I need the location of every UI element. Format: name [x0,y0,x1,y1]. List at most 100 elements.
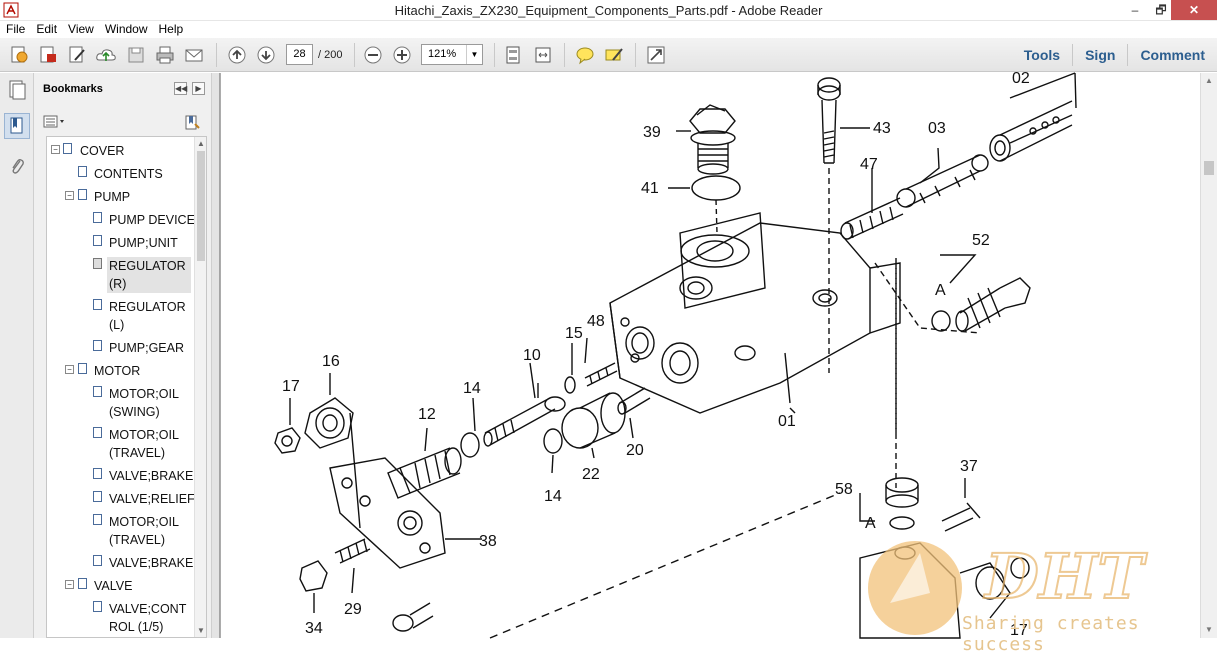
minimize-button[interactable]: – [1131,3,1139,17]
label-41: 41 [641,180,659,197]
document-scrollbar[interactable]: ▲ ▼ [1200,73,1217,638]
close-button[interactable]: ✕ [1171,0,1217,20]
scroll-down-icon[interactable]: ▼ [1205,625,1213,634]
watermark-logo-text: DHT [983,540,1147,613]
edit-pdf-icon[interactable] [66,44,88,66]
bookmark-icon [93,468,102,479]
menu-window[interactable]: Window [104,22,148,36]
bookmark-icon [93,427,102,438]
create-pdf-red-icon[interactable] [37,44,59,66]
part-02 [989,72,1077,162]
bookmarks-title: Bookmarks [43,83,103,95]
bookmark-regulator-r[interactable]: REGULATOR(R) [107,257,191,293]
expand-icon[interactable] [645,44,667,66]
restore-button[interactable]: 🗗 [1155,3,1167,17]
attachments-icon[interactable] [4,153,30,179]
collapse-toggle-icon[interactable]: − [65,580,74,589]
label-22: 22 [582,466,600,483]
next-page-icon[interactable] [255,44,277,66]
bookmark-pump-gear[interactable]: PUMP;GEAR [109,341,185,355]
collapse-toggle-icon[interactable]: − [65,365,74,374]
part-38 [329,457,482,569]
menu-help[interactable]: Help [158,22,184,36]
bookmarks-scrollbar[interactable]: ▲ ▼ [194,137,206,637]
page-number-input[interactable]: 28 [286,44,313,65]
upload-cloud-icon[interactable] [95,44,117,66]
bookmark-icon [93,386,102,397]
bookmark-pump-device[interactable]: PUMP DEVICE [109,213,195,227]
scroll-up-icon[interactable]: ▲ [1205,76,1213,85]
bookmark-icon [78,363,87,374]
label-03: 03 [928,120,946,137]
panel-arrow-icon[interactable]: ▶ [192,82,205,95]
chevron-down-icon[interactable]: ▼ [466,45,482,64]
email-icon[interactable] [183,44,205,66]
scroll-up-icon[interactable]: ▲ [197,139,205,148]
zoom-select[interactable]: 121% ▼ [421,44,483,65]
menu-edit[interactable]: Edit [36,22,58,36]
label-20: 20 [626,442,644,459]
create-pdf-icon[interactable] [8,44,30,66]
menu-file[interactable]: File [6,22,26,36]
bookmark-valve-relief[interactable]: VALVE;RELIEF [109,492,195,506]
menu-view[interactable]: View [68,22,94,36]
bookmark-icon [93,299,102,310]
bookmark-icon [93,601,102,612]
comment-bubble-icon[interactable] [574,44,596,66]
bookmark-motor[interactable]: MOTOR [94,364,141,378]
print-icon[interactable] [154,44,176,66]
part-48 [584,362,618,387]
part-10 [483,383,566,447]
sign-link[interactable]: Sign [1085,47,1116,63]
part-41 [691,175,741,201]
bookmark-motor-oil-travel[interactable]: MOTOR;OIL(TRAVEL) [109,428,179,460]
scrollbar-thumb[interactable] [1204,161,1214,175]
fit-width-icon[interactable] [532,44,554,66]
collapse-panel-icon[interactable]: ◀◀ [174,82,188,95]
bookmark-valve[interactable]: VALVE [94,579,133,593]
scroll-down-icon[interactable]: ▼ [197,626,205,635]
bookmark-regulator-l[interactable]: REGULATOR(L) [109,300,186,332]
bookmark-options-button[interactable] [42,115,68,131]
document-view[interactable]: 02 39 43 03 41 47 52 A 48 15 10 16 17 14… [219,70,1200,655]
bookmarks-tree: − COVER CONTENTS − PUMP PUMP DEVICE PUMP… [46,136,207,638]
bookmark-contents[interactable]: CONTENTS [94,167,163,181]
highlight-icon[interactable] [603,44,625,66]
task-links: Tools Sign Comment [1012,38,1217,72]
bookmark-pump[interactable]: PUMP [94,190,131,204]
bookmark-valve-brake-2[interactable]: VALVE;BRAKE [109,556,194,570]
zoom-value: 121% [428,48,457,60]
adobe-reader-icon [3,2,19,18]
page-thumbnails-icon[interactable] [4,77,30,103]
zoom-out-icon[interactable] [362,44,384,66]
bookmark-motor-oil-travel-2[interactable]: MOTOR;OIL(TRAVEL) [109,515,179,547]
collapse-toggle-icon[interactable]: − [65,191,74,200]
page-total: / 200 [318,49,343,61]
scrollbar-thumb[interactable] [197,151,205,261]
bookmarks-panel-icon[interactable] [4,113,30,139]
fit-page-icon[interactable] [502,44,524,66]
bookmark-cover[interactable]: COVER [80,144,125,158]
tools-link[interactable]: Tools [1023,47,1061,63]
comment-link[interactable]: Comment [1140,47,1205,63]
zoom-in-icon[interactable] [391,44,413,66]
bookmark-valve-brake[interactable]: VALVE;BRAKE [109,469,194,483]
bookmark-tag-icon[interactable] [183,114,201,135]
label-52: 52 [972,232,990,249]
label-14b: 14 [544,488,562,505]
panel-splitter[interactable] [212,73,220,638]
bookmark-pump-unit[interactable]: PUMP;UNIT [109,236,178,250]
part-12 [387,447,462,499]
bookmark-motor-oil-swing[interactable]: MOTOR;OIL(SWING) [109,387,179,419]
part-14 [460,432,480,458]
save-icon[interactable] [125,44,147,66]
window-title: Hitachi_Zaxis_ZX230_Equipment_Components… [394,3,823,18]
part-17 [274,398,301,454]
label-a-upper: A [935,282,946,299]
collapse-toggle-icon[interactable]: − [51,145,60,154]
previous-page-icon[interactable] [226,44,248,66]
part-37 [941,478,980,532]
label-43: 43 [873,120,891,137]
part-16 [304,373,361,529]
